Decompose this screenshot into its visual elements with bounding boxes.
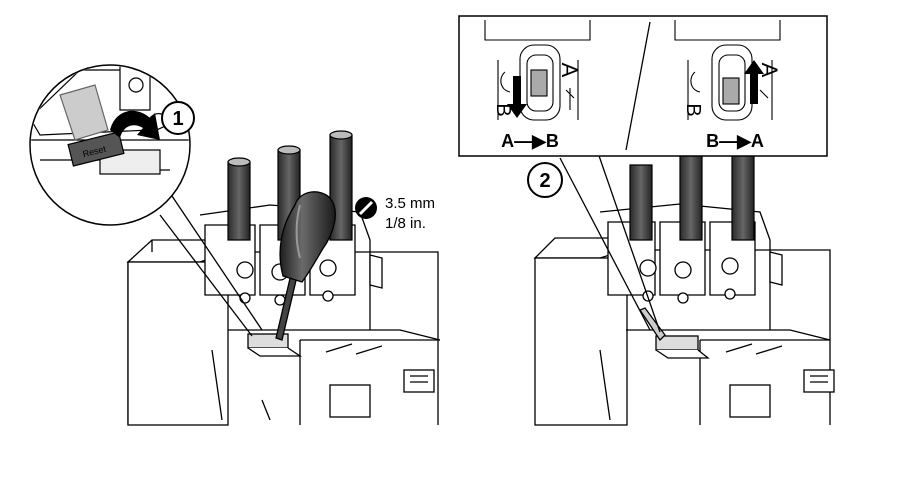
screwdriver xyxy=(275,191,336,341)
cables-right xyxy=(629,144,755,241)
rotate-arrow-icon xyxy=(110,110,160,140)
transition-a-to-b: A—▶B xyxy=(501,131,559,151)
magnified-detail-step-1: Reset 1 xyxy=(29,64,195,226)
step-2-badge: 2 xyxy=(527,162,563,198)
selector-panel-a-to-b xyxy=(484,20,591,121)
size-mm: 3.5 mm xyxy=(385,195,435,212)
magnifier-leaders-left xyxy=(159,195,263,337)
letter-b-right: B xyxy=(682,103,704,116)
size-in: 1/8 in. xyxy=(385,215,426,232)
selector-panel-b-to-a xyxy=(674,20,781,121)
screwdriver-size-callout: 3.5 mm 1/8 in. xyxy=(355,195,435,232)
transition-b-to-a: B—▶A xyxy=(706,131,764,151)
cables-left xyxy=(227,130,353,241)
selector-detail-box: A B A—▶B A B B—▶A xyxy=(458,15,828,157)
arrow-up-icon xyxy=(744,60,764,104)
step-2-number: 2 xyxy=(539,170,550,192)
step-1-number: 1 xyxy=(172,108,183,130)
selector-leaders xyxy=(559,149,661,333)
letter-a-right: A xyxy=(757,63,782,78)
relay-right xyxy=(533,203,835,426)
letter-b-left: B xyxy=(492,103,514,116)
letter-a-left: A xyxy=(557,63,582,78)
arrow-down-icon xyxy=(507,76,527,118)
